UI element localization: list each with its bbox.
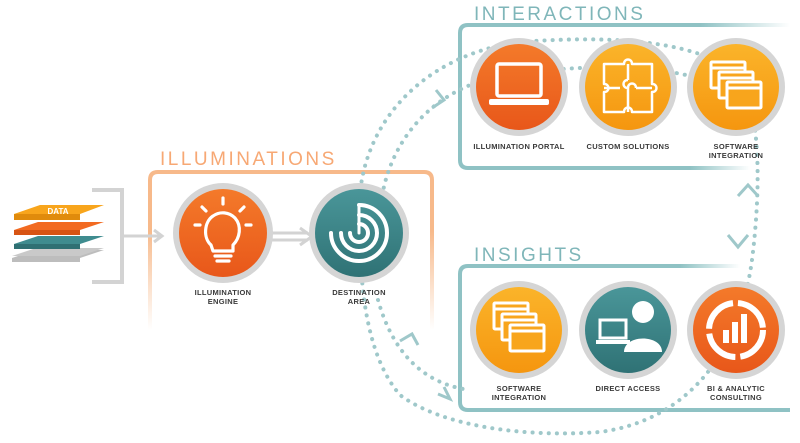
illumination-engine-label: ILLUMINATION ENGINE bbox=[194, 288, 252, 307]
data-label: DATA bbox=[47, 207, 68, 216]
destination-area-label: DESTINATION AREA bbox=[332, 288, 386, 307]
data-layer-orange bbox=[14, 222, 104, 235]
analytics-chart-icon bbox=[706, 300, 766, 360]
direct-access-circle bbox=[579, 281, 677, 379]
illuminations-bracket bbox=[148, 170, 434, 335]
custom-solutions-label: CUSTOM SOLUTIONS bbox=[586, 142, 670, 151]
illuminations-title: ILLUMINATIONS bbox=[160, 149, 337, 170]
illumination-portal-label: ILLUMINATION PORTAL bbox=[473, 142, 565, 151]
software-integration-bottom-label: SOFTWARE INTEGRATION bbox=[491, 384, 547, 403]
target-rings-icon bbox=[329, 203, 389, 263]
dotted-flow-loop bbox=[357, 37, 760, 436]
flow-arrowheads bbox=[399, 89, 760, 402]
software-integration-bottom-circle bbox=[470, 281, 568, 379]
data-input-bracket bbox=[92, 188, 165, 284]
illumination-portal-circle bbox=[470, 38, 568, 136]
custom-solutions-circle bbox=[579, 38, 677, 136]
illumination-engine-circle bbox=[173, 183, 273, 283]
lightbulb-icon bbox=[193, 196, 253, 263]
data-layer-yellow bbox=[14, 205, 104, 220]
software-integration-top-label: SOFTWARE INTEGRATION bbox=[708, 142, 764, 161]
bi-analytic-consulting-circle bbox=[687, 281, 785, 379]
stacked-windows-icon bbox=[492, 301, 546, 353]
puzzle-icon bbox=[602, 58, 658, 114]
interactions-bracket bbox=[458, 23, 800, 171]
data-stack: DATA bbox=[12, 205, 104, 262]
bi-analytic-consulting-label: BI & ANALYTIC CONSULTING bbox=[707, 384, 765, 403]
data-layer-teal bbox=[14, 236, 104, 249]
laptop-icon bbox=[489, 62, 549, 105]
software-integration-top-circle bbox=[687, 38, 785, 136]
insights-title: INSIGHTS bbox=[474, 245, 584, 266]
interactions-title: INTERACTIONS bbox=[474, 4, 646, 25]
direct-access-label: DIRECT ACCESS bbox=[595, 384, 661, 393]
user-at-computer-icon bbox=[596, 301, 662, 352]
data-layer-grey bbox=[12, 248, 104, 262]
stacked-windows-icon bbox=[709, 60, 763, 110]
destination-area-circle bbox=[309, 183, 409, 283]
engine-to-destination-arrow bbox=[268, 226, 315, 247]
insights-bracket bbox=[458, 264, 790, 412]
